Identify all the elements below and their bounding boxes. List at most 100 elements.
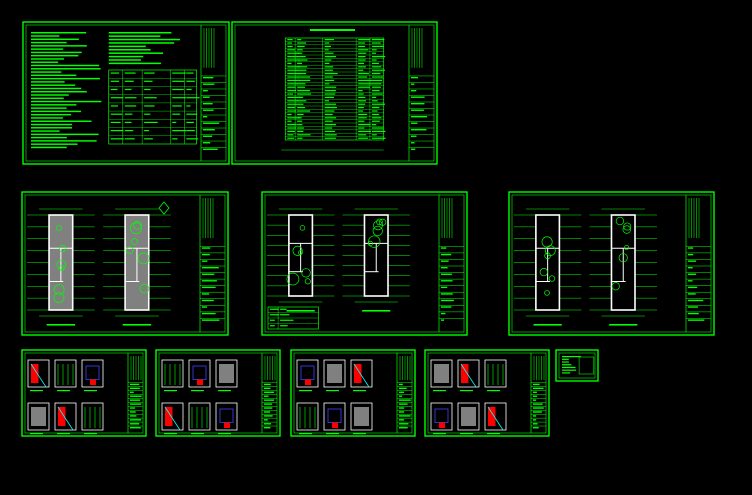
table-cell-text bbox=[297, 100, 307, 102]
elevation-window bbox=[327, 408, 342, 423]
title-block-text bbox=[264, 411, 271, 413]
elevation-outline bbox=[81, 402, 104, 431]
table-cell-text bbox=[287, 49, 296, 51]
sheet-5-floor-plans bbox=[508, 191, 715, 336]
sheet-inner-border bbox=[511, 194, 712, 333]
title-block-text bbox=[130, 419, 142, 421]
elevation-red-panel bbox=[165, 407, 173, 426]
title-block-text bbox=[130, 407, 136, 409]
table-cell-text bbox=[371, 103, 386, 105]
table-cell-text bbox=[358, 90, 363, 92]
title-block-text bbox=[202, 286, 216, 289]
table-cell-text bbox=[324, 49, 329, 51]
table-cell-text bbox=[297, 107, 306, 109]
table-cell-text bbox=[324, 83, 330, 85]
note-text-line bbox=[31, 45, 87, 47]
title-block-text bbox=[411, 129, 427, 131]
title-block-text bbox=[203, 96, 210, 98]
sheet-2-drawing-index bbox=[231, 21, 438, 165]
table-cell-text bbox=[358, 83, 372, 85]
table-cell-text bbox=[287, 62, 292, 65]
title-block-text bbox=[411, 89, 417, 92]
title-block-text bbox=[399, 399, 411, 401]
note-text-line bbox=[31, 74, 77, 77]
table-cell-text bbox=[186, 138, 199, 140]
table-cell-text bbox=[172, 72, 186, 74]
table-outline bbox=[108, 69, 197, 145]
title-block-text bbox=[399, 415, 411, 417]
table-cell-text bbox=[186, 121, 194, 123]
title-block-text bbox=[441, 273, 452, 275]
table-cell-text bbox=[324, 103, 337, 105]
table-cell-text bbox=[371, 56, 386, 58]
table-cell-text bbox=[124, 72, 136, 74]
table-cell-text bbox=[371, 127, 384, 129]
title-block-text bbox=[130, 387, 140, 390]
title-block-text bbox=[533, 387, 544, 390]
plan-planting bbox=[623, 222, 632, 231]
title-block-text bbox=[202, 260, 208, 262]
table-cell-text bbox=[371, 86, 381, 88]
table-cell-text bbox=[358, 73, 369, 75]
elevation-caption bbox=[433, 390, 446, 392]
table-cell-text bbox=[297, 52, 303, 54]
note-text-line bbox=[31, 127, 72, 129]
note-text-line bbox=[562, 361, 569, 363]
plan-planting bbox=[539, 267, 548, 277]
table-cell-text bbox=[297, 76, 310, 78]
table-cell-text bbox=[280, 308, 287, 310]
table-cell-text bbox=[186, 113, 198, 115]
table-cell-text bbox=[358, 134, 367, 136]
title-block-text bbox=[441, 247, 447, 249]
table-cell-text bbox=[144, 80, 153, 82]
title-block-text bbox=[264, 399, 275, 401]
title-block-text bbox=[441, 280, 453, 282]
note-text-line bbox=[562, 372, 571, 374]
sheet-inner-border bbox=[25, 24, 227, 162]
title-block-text bbox=[399, 427, 408, 429]
table-cell-text bbox=[358, 59, 366, 61]
plan-planting bbox=[301, 268, 311, 278]
table-cell-text bbox=[144, 105, 155, 107]
title-block-text bbox=[399, 403, 408, 405]
title-block-text bbox=[441, 267, 448, 269]
table-cell-text bbox=[297, 93, 312, 95]
table-cell-text bbox=[287, 76, 300, 78]
elevation-window bbox=[434, 408, 449, 423]
plan-wall bbox=[610, 214, 636, 311]
table-cell-text bbox=[124, 97, 137, 99]
detail-text bbox=[562, 356, 581, 374]
title-block-text bbox=[203, 116, 208, 118]
title-block-text bbox=[688, 260, 696, 262]
title-block-text bbox=[688, 286, 698, 289]
plan-planting bbox=[126, 246, 134, 254]
table-cell-text bbox=[110, 138, 124, 140]
note-text-line bbox=[31, 64, 100, 67]
table-cell-text bbox=[110, 88, 118, 91]
note-text-line bbox=[31, 61, 59, 63]
elevation-caption bbox=[353, 433, 366, 435]
table-cell-text bbox=[110, 105, 118, 107]
note-text-line bbox=[562, 356, 581, 358]
elevation-outline bbox=[27, 402, 50, 431]
title-block-text bbox=[533, 407, 544, 409]
title-block-text bbox=[441, 299, 454, 302]
title-block-text bbox=[130, 383, 140, 386]
elevation-red-door bbox=[305, 379, 311, 385]
table-cell-text bbox=[297, 134, 311, 136]
table-cell-text bbox=[144, 138, 153, 140]
table-cell-text bbox=[280, 319, 294, 321]
table-cell-text bbox=[324, 62, 330, 65]
table-cell-text bbox=[324, 69, 333, 71]
table-cell-text bbox=[324, 90, 336, 92]
elevation-outline bbox=[81, 359, 104, 388]
note-text-line bbox=[31, 97, 64, 100]
table-cell-text bbox=[371, 96, 377, 99]
title-block-text bbox=[411, 76, 418, 79]
table-cell-text bbox=[186, 97, 200, 99]
table-cell-text bbox=[186, 80, 195, 82]
title-block-text bbox=[264, 383, 271, 386]
title-block-text bbox=[688, 273, 696, 275]
elevation-caption bbox=[218, 433, 231, 435]
